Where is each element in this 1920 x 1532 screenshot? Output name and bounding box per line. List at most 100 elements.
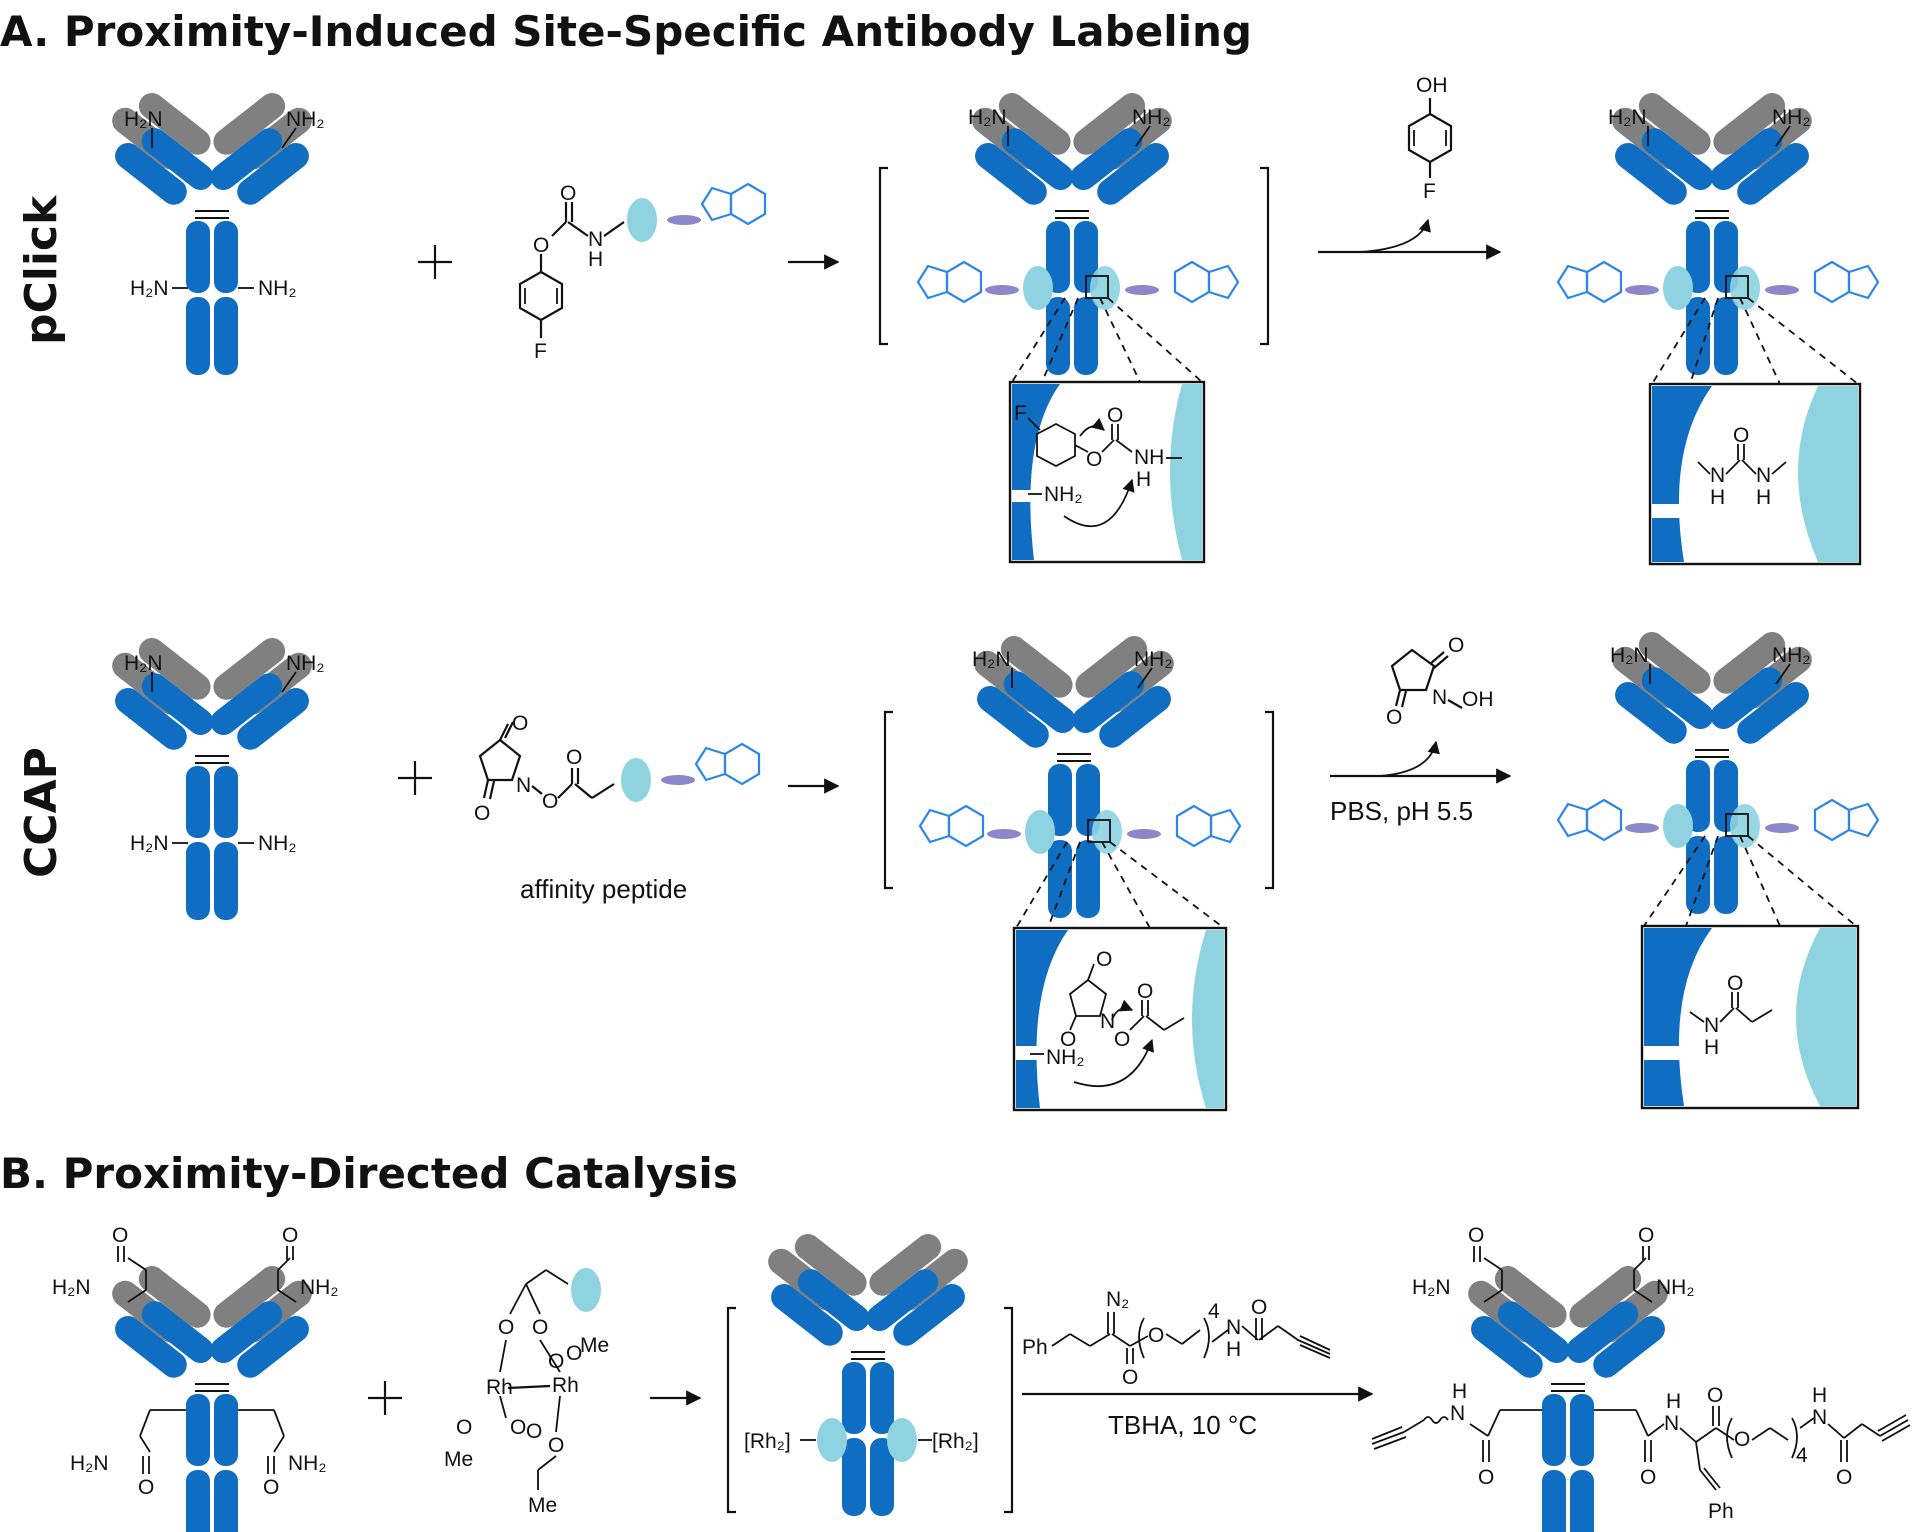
svg-text:H: H bbox=[1756, 486, 1771, 509]
zoom-lines bbox=[1643, 835, 1857, 927]
svg-text:4: 4 bbox=[1208, 1300, 1220, 1323]
reagent-caption: affinity peptide bbox=[520, 874, 687, 904]
diazo-reagent: Ph N₂ O O 4 N H O bbox=[1022, 1288, 1331, 1389]
svg-text:O: O bbox=[1251, 1296, 1267, 1319]
svg-text:NH₂: NH₂ bbox=[288, 1452, 326, 1475]
bracket-right bbox=[1004, 1306, 1014, 1514]
svg-text:NH: NH bbox=[1134, 446, 1164, 469]
svg-text:O: O bbox=[1148, 1324, 1164, 1347]
svg-text:N: N bbox=[1450, 1402, 1465, 1425]
svg-text:H: H bbox=[588, 248, 603, 271]
amine-label: NH₂ bbox=[258, 277, 296, 300]
ccap-reagent-nhs-ester: O O N O O bbox=[474, 712, 761, 825]
svg-text:N: N bbox=[516, 774, 531, 797]
svg-text:H₂N: H₂N bbox=[130, 832, 168, 855]
svg-text:H₂N: H₂N bbox=[1610, 644, 1648, 667]
svg-text:O: O bbox=[498, 1316, 514, 1339]
svg-text:O: O bbox=[1114, 1028, 1130, 1051]
row-label-ccap: CCAP bbox=[16, 747, 67, 878]
svg-text:F: F bbox=[1014, 402, 1027, 425]
svg-text:O: O bbox=[1122, 1366, 1138, 1389]
leaving-group-nhs: O O N OH bbox=[1386, 634, 1494, 729]
svg-text:O: O bbox=[138, 1476, 154, 1499]
svg-text:O: O bbox=[526, 1420, 542, 1443]
svg-text:O: O bbox=[474, 802, 490, 825]
pclick-reagent: O O N H F bbox=[518, 182, 767, 363]
panel-a-title: A. Proximity-Induced Site-Specific Antib… bbox=[0, 7, 1252, 56]
svg-text:O: O bbox=[532, 1316, 548, 1339]
zoom-lines bbox=[1651, 297, 1859, 385]
svg-text:H₂N: H₂N bbox=[52, 1276, 90, 1299]
svg-text:H: H bbox=[1136, 468, 1151, 491]
svg-text:O: O bbox=[1640, 1466, 1656, 1489]
svg-text:O: O bbox=[1638, 1224, 1654, 1247]
svg-text:4: 4 bbox=[1796, 1444, 1808, 1467]
svg-text:H: H bbox=[1812, 1384, 1827, 1407]
svg-text:NH₂: NH₂ bbox=[1044, 483, 1082, 506]
svg-text:O: O bbox=[542, 790, 558, 813]
svg-text:[Rh₂]: [Rh₂] bbox=[744, 1430, 791, 1453]
plus-sign bbox=[398, 761, 432, 795]
svg-text:O: O bbox=[1733, 424, 1749, 447]
zoom-inset-ccap-amide: N H O bbox=[1640, 924, 1860, 1110]
row-label-pclick: pClick bbox=[16, 194, 67, 345]
svg-text:H₂N: H₂N bbox=[1412, 1276, 1450, 1299]
svg-text:H: H bbox=[1666, 1390, 1681, 1413]
plus-sign bbox=[368, 1381, 402, 1415]
svg-text:H: H bbox=[1226, 1338, 1241, 1361]
svg-text:NH₂: NH₂ bbox=[1046, 1046, 1084, 1069]
svg-text:NH₂: NH₂ bbox=[1772, 644, 1810, 667]
svg-text:O: O bbox=[533, 234, 549, 257]
reaction-condition: TBHA, 10 °C bbox=[1108, 1410, 1257, 1440]
svg-text:N: N bbox=[1756, 464, 1771, 487]
svg-text:O: O bbox=[566, 746, 582, 769]
svg-text:O: O bbox=[1468, 1224, 1484, 1247]
svg-text:O: O bbox=[512, 712, 528, 735]
amine-label: H₂N bbox=[130, 277, 168, 300]
svg-text:O: O bbox=[282, 1224, 298, 1247]
svg-text:NH₂: NH₂ bbox=[300, 1276, 338, 1299]
svg-text:NH₂: NH₂ bbox=[286, 652, 324, 675]
svg-text:O: O bbox=[548, 1434, 564, 1457]
svg-text:N: N bbox=[1664, 1412, 1679, 1435]
svg-text:O: O bbox=[510, 1416, 526, 1439]
svg-text:N: N bbox=[1432, 686, 1447, 709]
svg-text:O: O bbox=[1096, 948, 1112, 971]
bracket-right bbox=[1265, 710, 1275, 890]
antibody-native-b: O H₂N O NH₂ H₂N O O NH₂ bbox=[52, 1224, 338, 1532]
svg-text:F: F bbox=[1423, 180, 1436, 203]
svg-text:H: H bbox=[1710, 486, 1725, 509]
svg-text:O: O bbox=[1060, 1028, 1076, 1051]
zoom-inset-pclick-urea: N H O N H bbox=[1648, 382, 1862, 566]
svg-text:N: N bbox=[1100, 1010, 1115, 1033]
amine-label: H₂N bbox=[124, 108, 162, 131]
svg-text:Me: Me bbox=[444, 1448, 473, 1471]
svg-text:O: O bbox=[1107, 404, 1123, 427]
svg-text:F: F bbox=[534, 340, 547, 363]
antibody-complex-ccap: H₂N NH₂ bbox=[918, 629, 1242, 919]
svg-text:N: N bbox=[1704, 1014, 1719, 1037]
svg-text:Me: Me bbox=[580, 1334, 609, 1357]
svg-text:O: O bbox=[548, 1350, 564, 1373]
svg-text:H: H bbox=[1452, 1380, 1467, 1403]
svg-text:NH₂: NH₂ bbox=[1132, 106, 1170, 129]
svg-text:H₂N: H₂N bbox=[124, 652, 162, 675]
panel-b-title: B. Proximity-Directed Catalysis bbox=[0, 1149, 738, 1198]
svg-text:O: O bbox=[112, 1224, 128, 1247]
antibody-product-b: O H₂N O NH₂ O N H O N H Ph bbox=[1371, 1224, 1911, 1532]
svg-text:H₂N: H₂N bbox=[972, 648, 1010, 671]
antibody-native-pclick: H₂N NH₂ H₂N NH₂ bbox=[105, 86, 324, 376]
bracket-left bbox=[878, 166, 888, 346]
antibody-native-ccap: H₂N NH₂ H₂N NH₂ bbox=[105, 631, 324, 921]
antibody-labeled-pclick: H₂N NH₂ bbox=[1556, 86, 1880, 376]
svg-text:O: O bbox=[1707, 1384, 1723, 1407]
svg-text:NH₂: NH₂ bbox=[1772, 106, 1810, 129]
svg-text:O: O bbox=[456, 1416, 472, 1439]
antibody-labeled-ccap: H₂N NH₂ bbox=[1556, 625, 1880, 915]
svg-text:O: O bbox=[566, 1342, 582, 1365]
zoom-lines bbox=[1015, 841, 1225, 929]
bracket-left bbox=[883, 710, 893, 890]
svg-text:Me: Me bbox=[528, 1494, 557, 1517]
svg-text:O: O bbox=[1086, 448, 1102, 471]
